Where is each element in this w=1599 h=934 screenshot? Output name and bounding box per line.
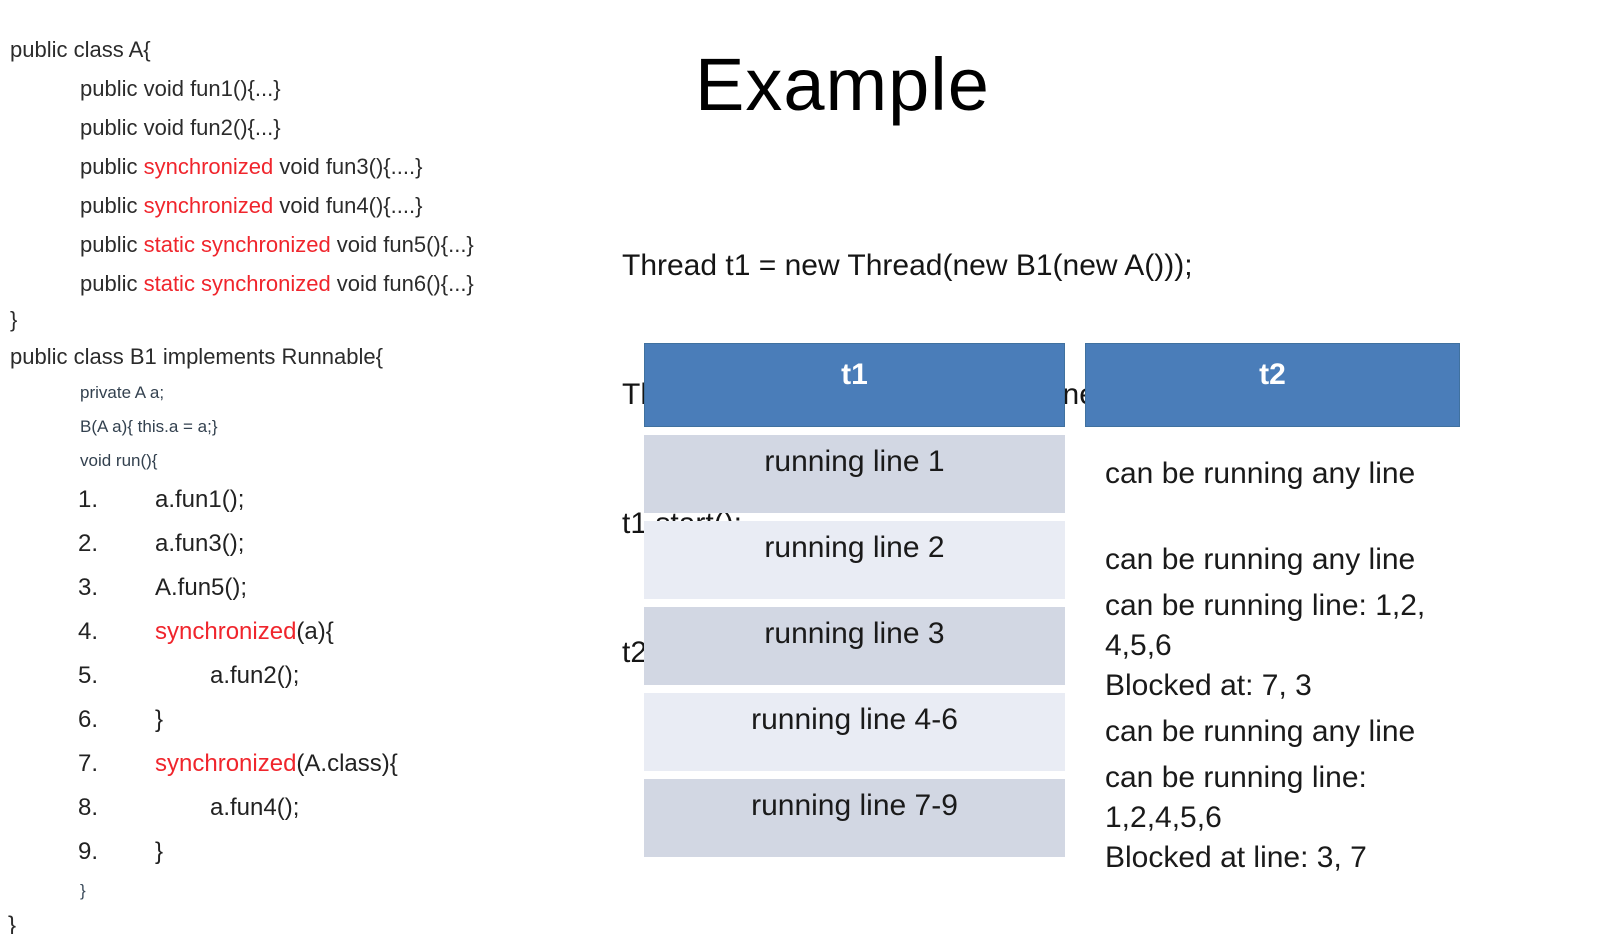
code-text: public — [80, 231, 144, 257]
code-text: } — [155, 706, 164, 733]
t2-row-1: can be running any line — [1085, 435, 1460, 513]
code-line-run-close: } — [10, 874, 610, 908]
t2-row-4: can be running any line — [1085, 693, 1460, 771]
code-line-6: 6.} — [10, 698, 610, 742]
code-text: private A a; — [80, 383, 165, 402]
page-title: Example — [695, 43, 990, 126]
code-text: } — [10, 307, 18, 332]
t2-row-3-line-1: can be running line: 1,2, 4,5,6 — [1105, 589, 1426, 662]
code-line-run-declaration: void run(){ — [10, 444, 610, 478]
code-line-class-b-close-partial: } — [8, 912, 17, 934]
code-line-fun3: public synchronized void fun3(){....} — [10, 147, 610, 186]
code-line-thread-t1: Thread t1 = new Thread(new B1(new A())); — [622, 249, 1193, 282]
threads-table: t1 t2 running line 1 can be running any … — [644, 343, 1460, 874]
code-text: } — [155, 838, 164, 865]
t1-row-5: running line 7-9 — [644, 779, 1065, 857]
code-line-fun5: public static synchronized void fun5(){.… — [10, 225, 610, 264]
t1-row-3: running line 3 — [644, 607, 1065, 685]
code-text: A.fun5(); — [155, 574, 248, 601]
code-line-class-a-close: } — [10, 303, 610, 337]
line-number: 3. — [78, 574, 99, 601]
line-number: 4. — [78, 618, 99, 645]
code-line-4: 4. synchronized(a){ — [10, 610, 610, 654]
code-line-fun4: public synchronized void fun4(){....} — [10, 186, 610, 225]
line-number: 6. — [78, 706, 99, 733]
code-line-1: 1. a.fun1(); — [10, 478, 610, 522]
code-line-fun2: public void fun2(){...} — [10, 108, 610, 147]
code-text: void fun6(){...} — [330, 270, 474, 296]
t1-row-2: running line 2 — [644, 521, 1065, 599]
line-number: 1. — [78, 486, 99, 513]
code-text: void fun2(){...} — [143, 114, 281, 140]
keyword-red: synchronized — [143, 192, 274, 218]
line-number: 7. — [78, 750, 99, 777]
code-text: public class B1 implements Runnable{ — [10, 343, 383, 369]
t2-row-5: can be running line: 1,2,4,5,6 Blocked a… — [1085, 761, 1460, 874]
code-line-7: 7. synchronized(A.class){ — [10, 742, 610, 786]
column-header-t2: t2 — [1085, 343, 1460, 427]
code-line-member-field: private A a; — [10, 376, 610, 410]
code-text: public — [80, 75, 144, 101]
code-line-fun6: public static synchronized void fun6(){.… — [10, 264, 610, 303]
line-number: 9. — [78, 838, 99, 865]
code-text: public class A{ — [10, 36, 151, 62]
column-header-t1: t1 — [644, 343, 1065, 427]
code-text: void run(){ — [80, 451, 158, 470]
code-text: void fun4(){....} — [273, 192, 423, 218]
code-text: a.fun3(); — [155, 530, 245, 557]
code-text: (a){ — [296, 618, 334, 645]
code-line-class-a-declaration: public class A{ — [10, 30, 610, 69]
code-text: B(A a){ this.a = a;} — [80, 417, 218, 436]
code-text: } — [80, 881, 86, 900]
code-text: void fun3(){....} — [273, 153, 423, 179]
t2-row-5-line-2: Blocked at line: 3, 7 — [1105, 841, 1367, 874]
t2-row-4-line-1: can be running any line — [1105, 715, 1416, 748]
t1-row-1: running line 1 — [644, 435, 1065, 513]
t2-row-5-line-1: can be running line: 1,2,4,5,6 — [1105, 761, 1367, 834]
left-code-panel: public class A{ public void fun1(){...} … — [10, 30, 610, 908]
line-number: 8. — [78, 794, 99, 821]
code-text: public — [80, 153, 144, 179]
keyword-red: static synchronized — [143, 270, 331, 296]
t2-row-2-line-1: can be running any line — [1105, 543, 1416, 576]
code-line-8: 8. a.fun4(); — [10, 786, 610, 830]
keyword-red: synchronized — [155, 618, 297, 645]
code-text: void fun1(){...} — [143, 75, 281, 101]
t2-row-3-line-2: Blocked at: 7, 3 — [1105, 669, 1312, 702]
code-line-3: 3. A.fun5(); — [10, 566, 610, 610]
keyword-red: synchronized — [143, 153, 274, 179]
t2-row-3: can be running line: 1,2, 4,5,6 Blocked … — [1085, 589, 1460, 702]
code-line-constructor: B(A a){ this.a = a;} — [10, 410, 610, 444]
t2-row-1-line-1: can be running any line — [1105, 457, 1416, 490]
keyword-red: synchronized — [155, 750, 297, 777]
line-number: 2. — [78, 530, 99, 557]
code-line-fun1: public void fun1(){...} — [10, 69, 610, 108]
code-text: public — [80, 114, 144, 140]
code-text: void fun5(){...} — [330, 231, 474, 257]
code-line-class-b-declaration: public class B1 implements Runnable{ — [10, 337, 610, 376]
code-text: public — [80, 192, 144, 218]
code-text: (A.class){ — [296, 750, 398, 777]
code-line-2: 2. a.fun3(); — [10, 522, 610, 566]
code-line-5: 5. a.fun2(); — [10, 654, 610, 698]
t2-row-2: can be running any line — [1085, 521, 1460, 599]
code-text: public — [80, 270, 144, 296]
keyword-red: static synchronized — [143, 231, 331, 257]
code-line-9: 9.} — [10, 830, 610, 874]
code-text: a.fun2(); — [210, 662, 300, 689]
code-text: a.fun1(); — [155, 486, 245, 513]
line-number: 5. — [78, 662, 99, 689]
t1-row-4: running line 4-6 — [644, 693, 1065, 771]
code-text: a.fun4(); — [210, 794, 300, 821]
